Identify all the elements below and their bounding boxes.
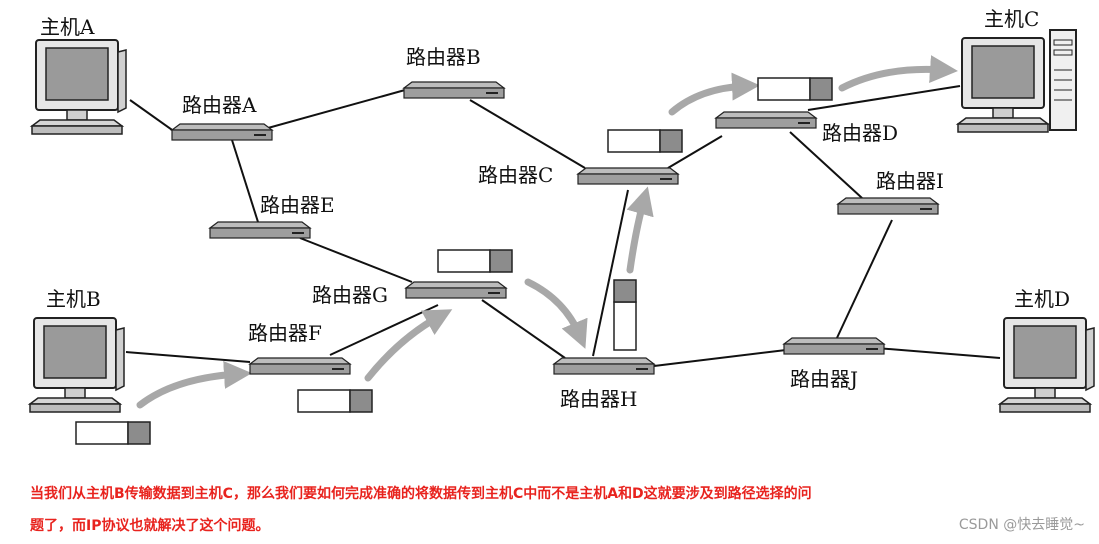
host-a-label: 主机A xyxy=(40,15,95,39)
link-routerj-hostd xyxy=(875,347,1001,359)
link-routerg-routerh xyxy=(481,299,566,359)
router-b-label: 路由器B xyxy=(406,45,481,69)
host-b xyxy=(29,317,125,413)
link-routeri-routerj xyxy=(835,219,893,341)
data-packet xyxy=(613,279,637,351)
link-hosta-routera xyxy=(129,99,176,133)
routing-arrows xyxy=(136,55,958,409)
router-g xyxy=(405,281,507,299)
host-b-label: 主机B xyxy=(46,287,101,311)
router-e xyxy=(209,221,311,239)
arrow-hostb-to-routerf xyxy=(136,360,252,409)
router-i xyxy=(837,197,939,215)
router-g-label: 路由器G xyxy=(312,283,388,307)
host-d xyxy=(999,317,1095,413)
router-i-label: 路由器I xyxy=(876,169,944,193)
host-c-label: 主机C xyxy=(984,7,1039,31)
link-routerh-routerc xyxy=(592,189,629,357)
router-e-label: 路由器E xyxy=(260,193,335,217)
data-packet xyxy=(437,249,513,273)
link-routere-routerg xyxy=(299,237,413,283)
router-a xyxy=(171,123,273,141)
router-c xyxy=(577,167,679,185)
router-d xyxy=(715,111,817,129)
data-packet xyxy=(297,389,373,413)
host-c xyxy=(957,29,1077,133)
link-routerc-routerd xyxy=(667,135,723,169)
host-a xyxy=(31,39,127,135)
arrow-routerf-to-routerg xyxy=(364,309,453,382)
caption: 当我们从主机B传输数据到主机C，那么我们要如何完成准确的将数据传到主机C中而不是… xyxy=(30,478,1070,542)
link-routerf-routerg xyxy=(329,304,439,356)
caption-line-2: 题了，而IP协议也就解决了这个问题。 xyxy=(30,518,270,534)
caption-line-1: 当我们从主机B传输数据到主机C，那么我们要如何完成准确的将数据传到主机C中而不是… xyxy=(30,486,812,502)
link-routerh-routerj xyxy=(653,349,787,367)
network-links xyxy=(125,85,1001,367)
link-routerd-hostc xyxy=(807,85,961,111)
arrow-routerg-to-routerh xyxy=(524,278,588,349)
router-a-label: 路由器A xyxy=(182,93,257,117)
link-routerd-routeri xyxy=(789,131,863,199)
router-j-label: 路由器J xyxy=(790,367,858,391)
arrow-routerc-to-routerd xyxy=(668,72,760,116)
router-f-label: 路由器F xyxy=(248,321,322,345)
arrow-routerd-to-hostc xyxy=(838,55,958,92)
link-routerb-routerc xyxy=(469,99,586,169)
router-h-label: 路由器H xyxy=(560,387,637,411)
watermark: CSDN @快去睡觉~ xyxy=(958,517,1085,533)
link-routera-routerb xyxy=(267,89,406,129)
link-routera-routere xyxy=(231,139,259,223)
router-h xyxy=(553,357,655,375)
router-f xyxy=(249,357,351,375)
arrow-routerh-to-routerc xyxy=(626,186,654,274)
network-routing-diagram: 主机A 主机B 主机C 主机D 路由器A 路由器B 路由器C 路由器D 路由器E… xyxy=(29,7,1095,445)
data-packet xyxy=(607,129,683,153)
link-hostb-routerf xyxy=(125,351,251,363)
data-packet xyxy=(75,421,151,445)
host-d-label: 主机D xyxy=(1014,287,1070,311)
router-c-label: 路由器C xyxy=(478,163,553,187)
router-d-label: 路由器D xyxy=(822,121,898,145)
data-packet xyxy=(757,77,833,101)
router-b xyxy=(403,81,505,99)
router-j xyxy=(783,337,885,355)
